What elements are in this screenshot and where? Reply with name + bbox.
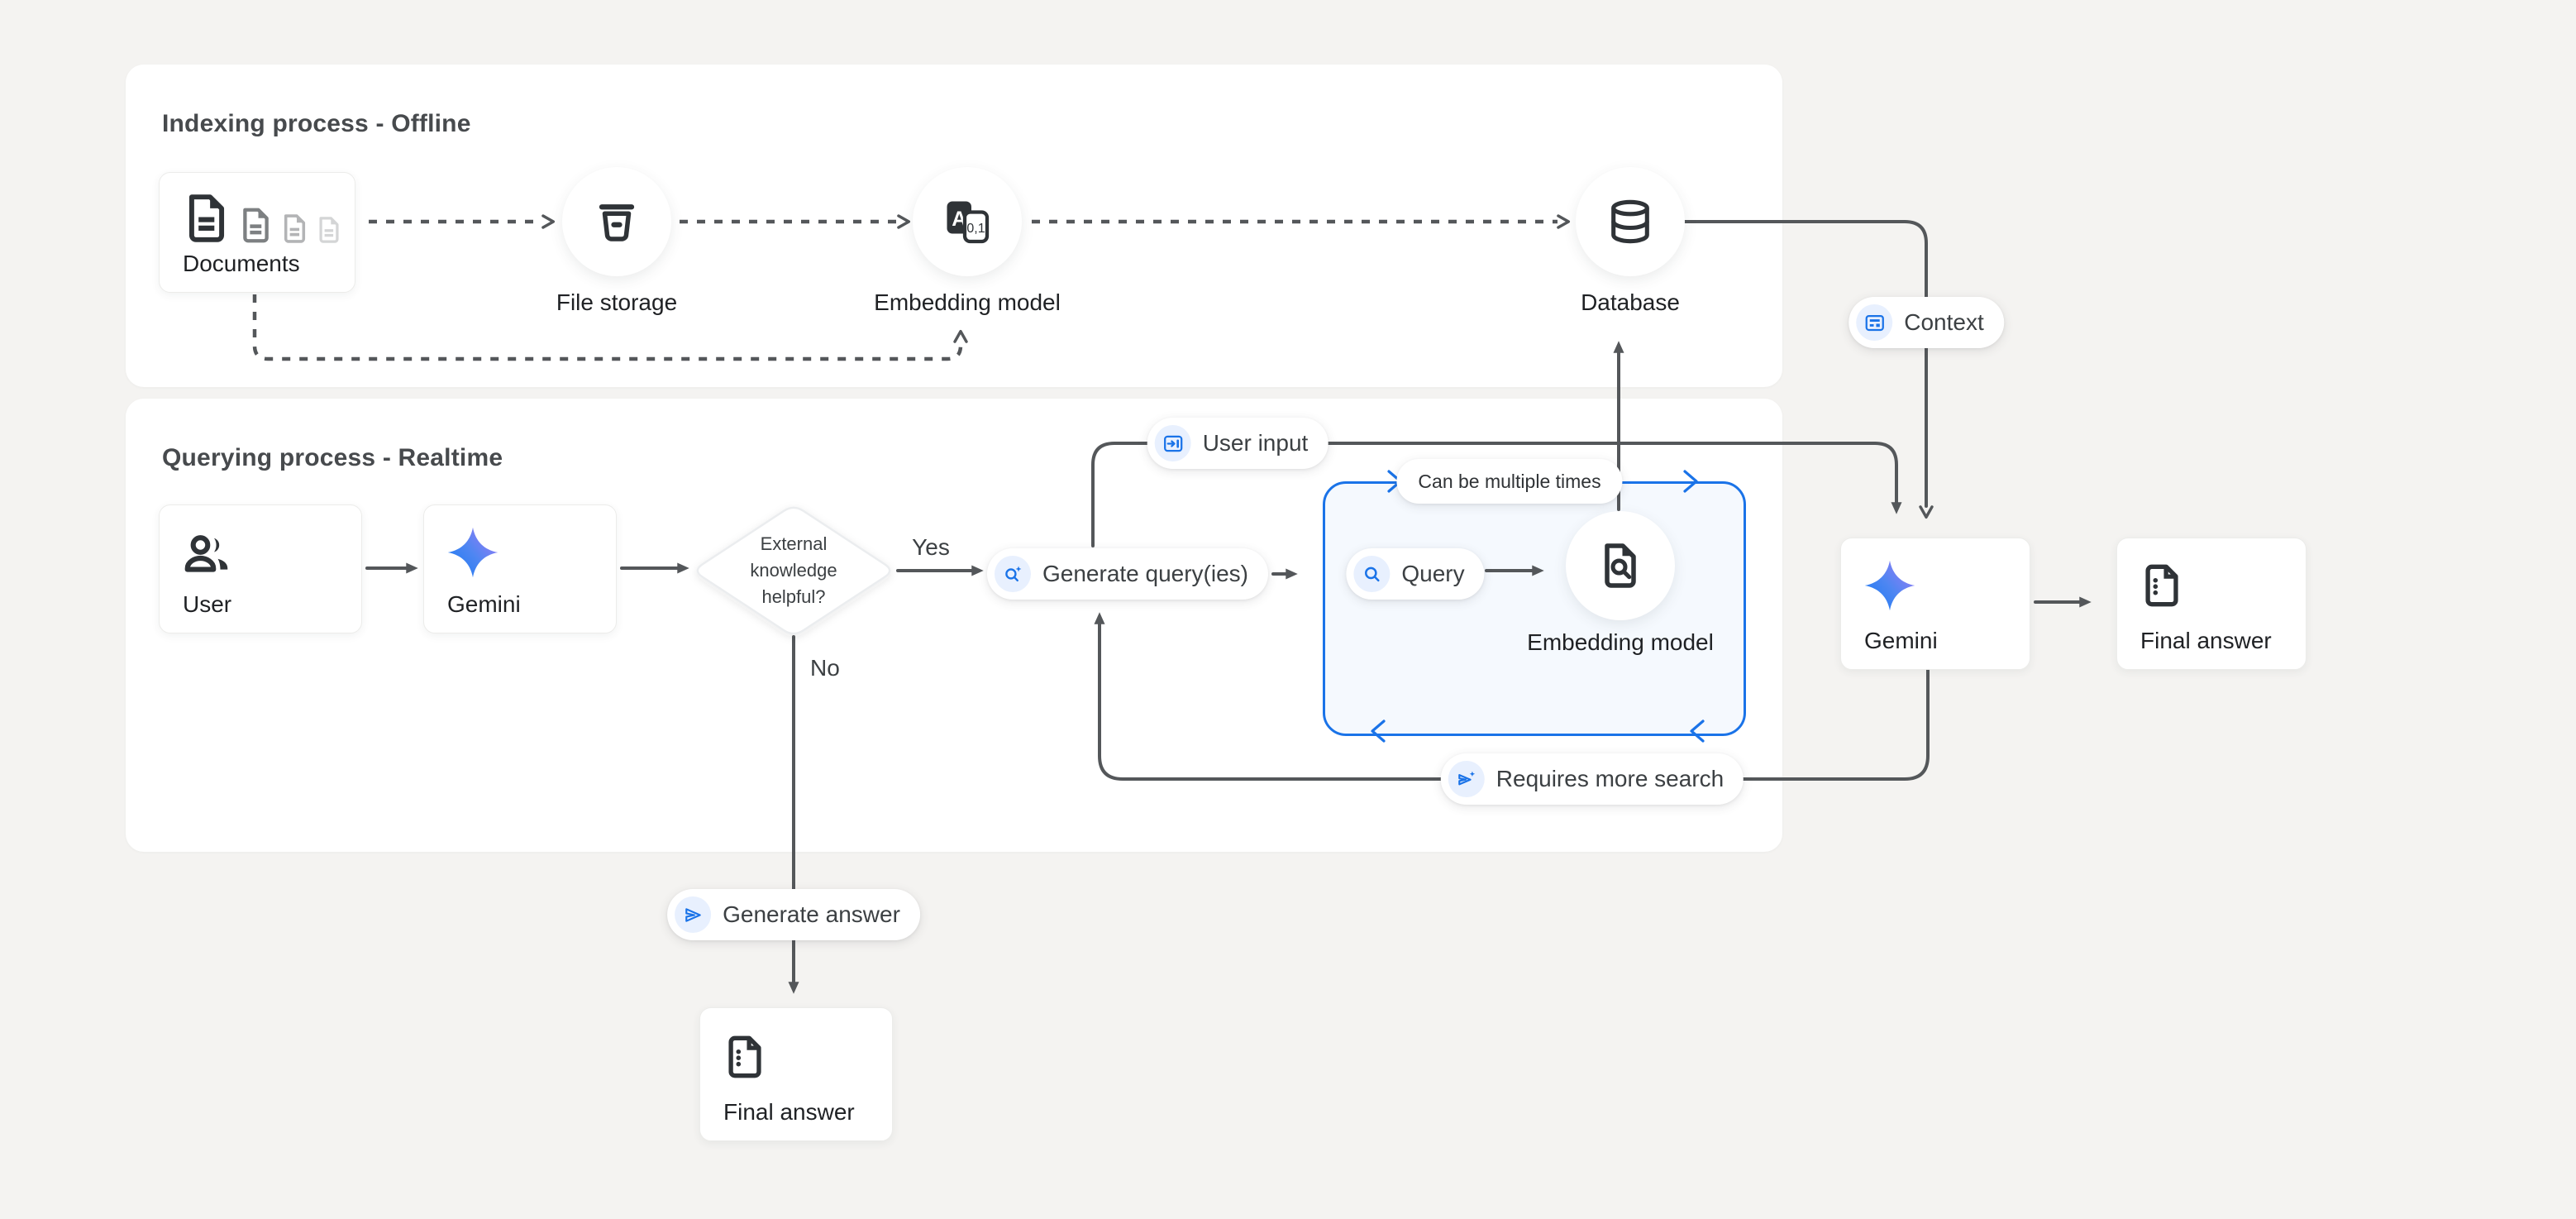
gemini-star-icon — [1863, 558, 1917, 613]
can-be-multiple-times-pill: Can be multiple times — [1396, 459, 1623, 504]
login-icon — [1154, 425, 1191, 461]
generate-answer-pill: Generate answer — [667, 889, 920, 940]
final-answer-no-branch-node: Final answer — [699, 1007, 893, 1141]
generate-queries-pill: Generate query(ies) — [986, 548, 1269, 600]
context-edge-pill: Context — [1849, 297, 2004, 348]
generate-answer-label: Generate answer — [723, 901, 900, 927]
retrieval-loop-box — [1323, 481, 1746, 736]
final-answer-node: Final answer — [2116, 538, 2306, 670]
bucket-icon — [592, 197, 642, 246]
embedding-model-offline-label: Embedding model — [874, 289, 1061, 315]
no-edge-label: No — [810, 655, 840, 681]
documents-node: Documents — [159, 172, 355, 293]
context-edge-label: Context — [1904, 309, 1984, 335]
translate-icon — [942, 197, 992, 246]
requires-more-search-pill: Requires more search — [1440, 753, 1744, 805]
gemini-final-node: Gemini — [1840, 538, 2030, 670]
send-spark-icon — [1448, 761, 1485, 797]
requires-more-search-label: Requires more search — [1496, 766, 1724, 791]
database-icon — [1606, 198, 1654, 246]
documents-label: Documents — [183, 251, 300, 276]
embedding-model-realtime-node — [1566, 511, 1675, 620]
context-icon — [1856, 304, 1893, 341]
final-answer-label: Final answer — [2140, 628, 2272, 653]
file-storage-label: File storage — [556, 289, 678, 315]
generate-queries-label: Generate query(ies) — [1042, 561, 1249, 586]
document-icon — [2139, 562, 2187, 610]
gemini-node: Gemini — [423, 504, 617, 633]
user-label: User — [183, 591, 232, 617]
user-input-edge-label: User input — [1202, 430, 1309, 456]
embedding-model-offline-node — [913, 167, 1022, 276]
users-icon — [181, 528, 234, 581]
user-input-edge-pill: User input — [1147, 418, 1329, 469]
database-label: Database — [1581, 289, 1680, 315]
database-node — [1576, 167, 1685, 276]
querying-panel-title: Querying process - Realtime — [162, 443, 503, 471]
user-node: User — [159, 504, 362, 633]
can-be-multiple-times-label: Can be multiple times — [1418, 470, 1601, 492]
document-search-icon — [1596, 541, 1645, 590]
gemini-star-icon — [446, 525, 500, 580]
send-icon — [675, 896, 712, 933]
gemini-final-label: Gemini — [1864, 628, 1938, 653]
document-icon — [722, 1033, 770, 1081]
search-spark-icon — [994, 556, 1031, 592]
indexing-panel-title: Indexing process - Offline — [162, 109, 471, 137]
gemini-label: Gemini — [447, 591, 521, 617]
embedding-model-realtime-label: Embedding model — [1527, 629, 1714, 655]
decision-question: External knowledge helpful? — [750, 533, 837, 607]
yes-edge-label: Yes — [912, 534, 950, 560]
final-answer-no-branch-label: Final answer — [723, 1099, 855, 1125]
query-label: Query — [1401, 561, 1465, 586]
file-storage-node — [562, 167, 671, 276]
documents-icon — [181, 193, 343, 244]
search-icon — [1353, 556, 1391, 592]
query-pill: Query — [1346, 548, 1485, 600]
